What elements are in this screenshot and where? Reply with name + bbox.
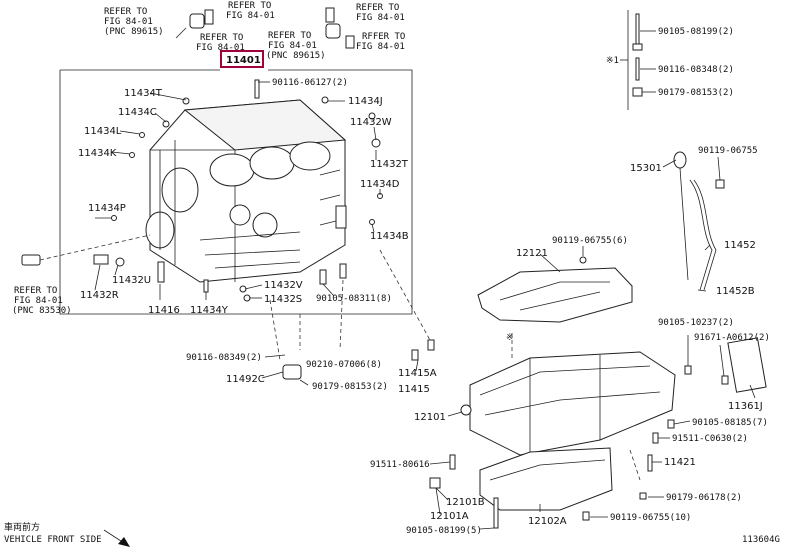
label-90105-08199: 90105-08199(2) <box>658 27 734 37</box>
footer-jp: 車両前方 <box>4 521 40 533</box>
label-11452B: 11452B <box>716 286 755 297</box>
footer-en: VEHICLE FRONT SIDE <box>4 535 102 545</box>
label-11492C: 11492C <box>226 374 265 385</box>
label-90179-06178: 90179-06178(2) <box>666 493 742 503</box>
label-91511-C0630: 91511-C0630(2) <box>672 434 748 444</box>
footer-code: 113604G <box>742 535 780 545</box>
label-11434K: 11434K <box>78 148 117 159</box>
label-11434B: 11434B <box>370 231 409 242</box>
label-12101: 12101 <box>414 412 446 423</box>
bolt-set-parts <box>632 13 643 97</box>
ref6-line2: FIG 84-01 <box>14 296 63 306</box>
label-11434J: 11434J <box>348 96 383 107</box>
label-90116-06127: 90116-06127(2) <box>272 78 348 88</box>
leader-lines <box>94 30 756 530</box>
oil-pan-12102A <box>479 447 613 511</box>
label-11401: 11401 <box>226 55 261 66</box>
label-11432T: 11432T <box>370 159 409 170</box>
label-90119-06755-6: 90119-06755(6) <box>552 236 628 246</box>
star-mark: ※ <box>506 333 514 343</box>
ref4-line3: (PNC 89615) <box>266 51 326 61</box>
label-90179-08153-b: 90179-08153(2) <box>658 88 734 98</box>
ref6-line1: REFER TO <box>14 286 57 296</box>
ref4-line2: FIG 84-01 <box>268 41 317 51</box>
ref1-line1: REFER TO <box>104 7 147 17</box>
label-11361J: 11361J <box>728 401 763 412</box>
ref5-line2: FIG 84-01 <box>356 42 405 52</box>
ref2b-line1: REFER TO <box>356 3 399 13</box>
label-15301: 15301 <box>630 163 662 174</box>
label-90105-08185: 90105-08185(7) <box>692 418 768 428</box>
label-91511-80616: 91511-80616 <box>370 460 430 470</box>
ref3-line1: REFER TO <box>200 33 243 43</box>
ref2b-line2: FIG 84-01 <box>356 13 405 23</box>
ref2-line2: FIG 84-01 <box>226 11 275 21</box>
ref1-line3: (PNC 89615) <box>104 27 164 37</box>
label-90210-07006: 90210-07006(8) <box>306 360 382 370</box>
label-11434C: 11434C <box>118 107 157 118</box>
label-91671-A0612: 91671-A0612(2) <box>694 333 770 343</box>
label-11421: 11421 <box>664 457 696 468</box>
bolt-set-frame <box>620 10 629 110</box>
label-90105-08199-b: 90105-08199(5) <box>406 526 482 536</box>
label-90116-08348: 90116-08348(2) <box>658 65 734 75</box>
front-arrow-icon <box>103 529 130 547</box>
label-90105-10237: 90105-10237(2) <box>658 318 734 328</box>
block-small-parts <box>93 79 383 302</box>
ref2-line1: REFER TO <box>228 1 271 11</box>
left-refer-part <box>21 234 151 266</box>
ref4-line1: REFER TO <box>268 31 311 41</box>
label-11434P: 11434P <box>88 203 126 214</box>
label-11432V: 11432V <box>264 280 303 291</box>
star1-mark: ※1 <box>606 56 619 66</box>
label-11434T: 11434T <box>124 88 163 99</box>
oil-pan-gasket-12121 <box>477 256 633 323</box>
ref6-line3: (PNC 83530) <box>12 306 72 316</box>
label-11432S: 11432S <box>264 294 302 305</box>
label-90119-06755-10: 90119-06755(10) <box>610 513 691 523</box>
top-refer-parts <box>175 7 355 49</box>
ref3-line2: FIG 84-01 <box>196 43 245 53</box>
text-labels: REFER TO FIG 84-01 (PNC 89615) REFER TO … <box>4 1 780 545</box>
label-11432U: 11432U <box>112 275 151 286</box>
label-90179-08153-a: 90179-08153(2) <box>312 382 388 392</box>
block-frame <box>59 69 413 315</box>
dipstick-15301 <box>673 151 725 291</box>
cylinder-block-11401 <box>145 99 347 283</box>
label-11434Y: 11434Y <box>190 305 229 316</box>
label-90105-08311: 90105-08311(8) <box>316 294 392 304</box>
highlight-box-11401 <box>220 50 264 68</box>
label-11434D: 11434D <box>360 179 400 190</box>
label-12101B: 12101B <box>446 497 485 508</box>
label-11434L: 11434L <box>84 126 122 137</box>
label-11416: 11416 <box>148 305 180 316</box>
label-90119-06755: 90119-06755 <box>698 146 758 156</box>
label-12101A: 12101A <box>430 511 469 522</box>
label-11432W: 11432W <box>350 117 392 128</box>
label-11452: 11452 <box>724 240 756 251</box>
label-11415A: 11415A <box>398 368 437 379</box>
label-90116-08349: 90116-08349(2) <box>186 353 262 363</box>
ref1-line2: FIG 84-01 <box>104 17 153 27</box>
label-12102A: 12102A <box>528 516 567 527</box>
label-12121: 12121 <box>516 248 548 259</box>
label-11432R: 11432R <box>80 290 119 301</box>
label-11415: 11415 <box>398 384 430 395</box>
oil-pan-12101 <box>460 351 676 456</box>
ref5-line1: RFFER TO <box>362 32 405 42</box>
